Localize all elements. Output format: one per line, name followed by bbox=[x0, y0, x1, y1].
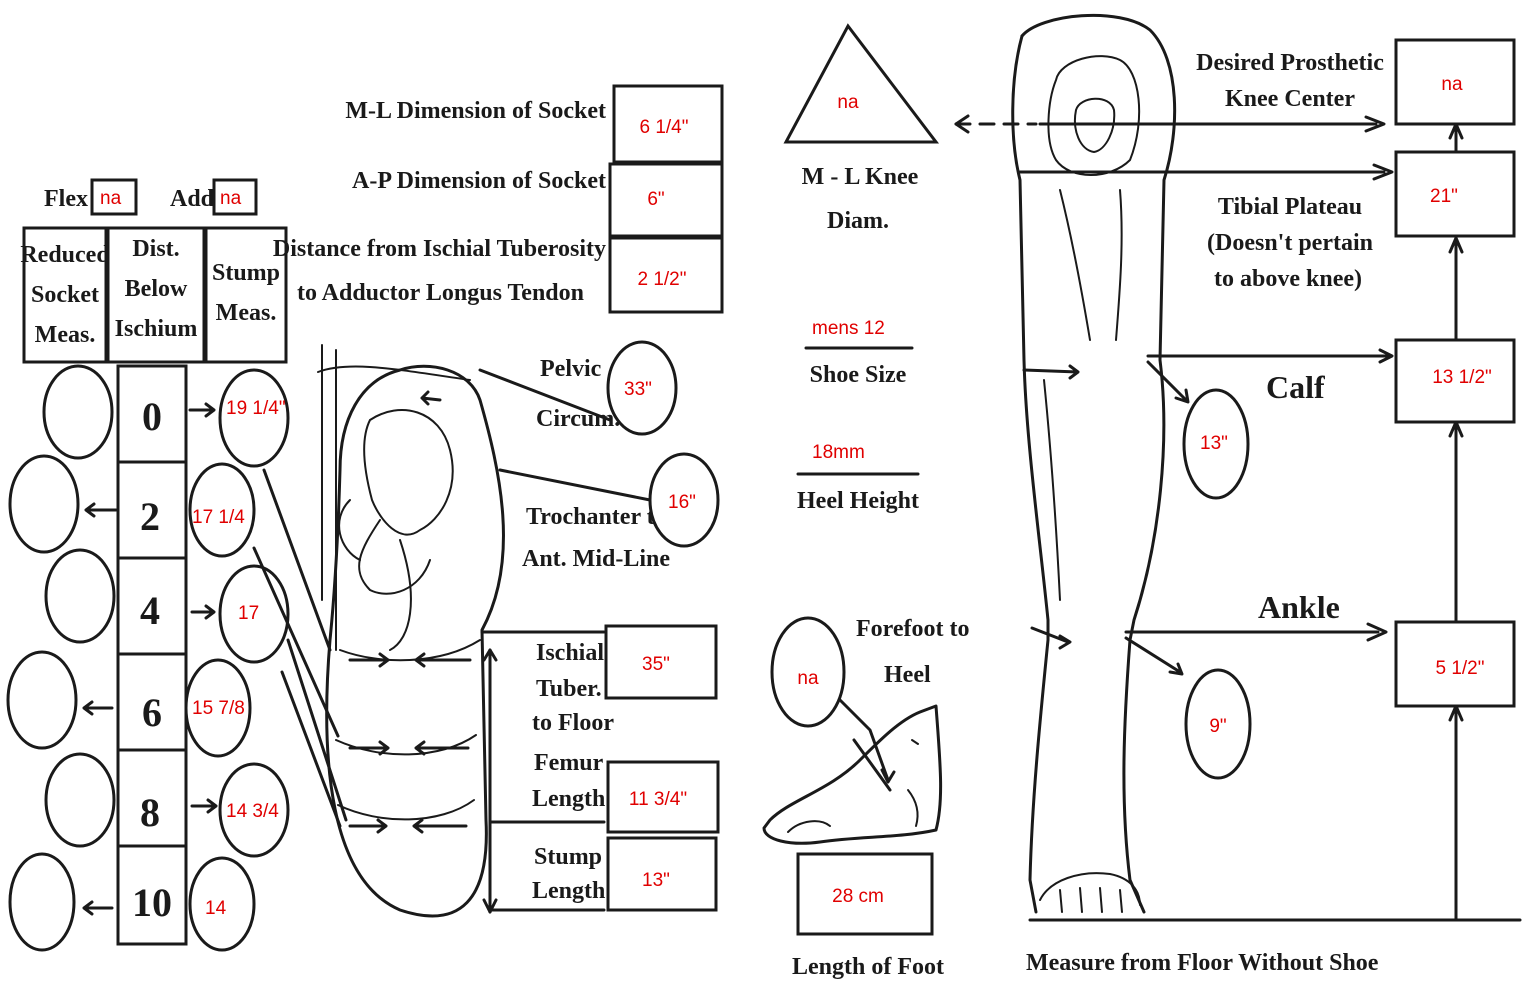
ischial-distance-value: 2 1/2" bbox=[637, 269, 686, 290]
femur-label-line-1: Femur bbox=[534, 750, 604, 776]
knee-center-value: na bbox=[1441, 74, 1463, 95]
stump-header-line-2: Meas. bbox=[216, 300, 277, 326]
ap-socket-value: 6" bbox=[647, 189, 664, 210]
thigh-measurement-section: Flex na Add na Reduced Socket Meas. Dist… bbox=[8, 180, 288, 950]
knee-center-label-line-2: Knee Center bbox=[1225, 86, 1355, 112]
ischial-floor-value: 35" bbox=[642, 654, 670, 675]
stump-value: 14 3/4 bbox=[226, 801, 279, 822]
forefoot-label-line-2: Heel bbox=[884, 662, 931, 688]
ml-knee-triangle[interactable] bbox=[786, 26, 936, 142]
stump-value: 19 1/4" bbox=[226, 398, 286, 419]
reduced-socket-circle[interactable] bbox=[44, 366, 112, 458]
knee-center-label-line-1: Desired Prosthetic bbox=[1196, 50, 1384, 76]
ml-socket-value: 6 1/4" bbox=[639, 117, 688, 138]
dist-header-line-3: Ischium bbox=[115, 316, 198, 342]
floor-label-line-2: Tuber. bbox=[536, 676, 602, 702]
ml-knee-label-line-1: M - L Knee bbox=[802, 164, 919, 190]
dist-value: 2 bbox=[140, 494, 160, 539]
foot-length-label: Length of Foot bbox=[792, 954, 944, 980]
reduced-socket-circle[interactable] bbox=[46, 754, 114, 846]
femur-length-value: 11 3/4" bbox=[629, 789, 687, 810]
leg-measurements-section: Desired Prosthetic Knee Center na Tibial… bbox=[1026, 40, 1514, 976]
reduced-socket-circle[interactable] bbox=[46, 550, 114, 642]
stump-header-line-1: Stump bbox=[212, 260, 280, 286]
add-value: na bbox=[220, 188, 242, 209]
trochanter-label-line-1: Trochanter to bbox=[526, 504, 667, 530]
flex-label: Flex bbox=[44, 186, 88, 212]
ankle-circumference-value: 9" bbox=[1209, 716, 1226, 737]
tibial-plateau-value: 21" bbox=[1430, 186, 1458, 207]
dist-value: 8 bbox=[140, 790, 160, 835]
dist-value: 10 bbox=[132, 880, 172, 925]
pelvic-label-line-2: Circum. bbox=[536, 406, 620, 432]
floor-label-line-3: to Floor bbox=[532, 710, 614, 736]
calf-label: Calf bbox=[1266, 369, 1325, 405]
ap-socket-box[interactable] bbox=[610, 164, 722, 236]
reduced-header-line-1: Reduced bbox=[20, 242, 110, 268]
stump-value: 17 bbox=[238, 603, 259, 624]
ischial-distance-label-line-1: Distance from Ischial Tuberosity bbox=[273, 236, 606, 262]
forefoot-label-line-1: Forefoot to bbox=[856, 616, 970, 642]
forefoot-value: na bbox=[797, 668, 819, 689]
femur-label-line-2: Length bbox=[532, 786, 605, 812]
heel-height-label: Heel Height bbox=[797, 488, 919, 514]
add-label: Add bbox=[170, 186, 215, 212]
ap-socket-label: A-P Dimension of Socket bbox=[352, 168, 606, 194]
calf-circumference-value: 13" bbox=[1200, 433, 1228, 454]
floor-label-line-1: Ischial bbox=[536, 640, 604, 666]
tibial-label-line-2: (Doesn't pertain bbox=[1207, 230, 1373, 256]
flex-value: na bbox=[100, 188, 122, 209]
shoe-size-label: Shoe Size bbox=[810, 362, 907, 388]
stump-length-label-line-1: Stump bbox=[534, 844, 602, 870]
stump-value: 17 1/4 bbox=[192, 507, 245, 528]
foot-length-value: 28 cm bbox=[832, 886, 884, 907]
ankle-label: Ankle bbox=[1258, 589, 1340, 625]
stump-length-value: 13" bbox=[642, 870, 670, 891]
reduced-socket-circle[interactable] bbox=[10, 456, 78, 552]
reduced-header-line-2: Socket bbox=[31, 282, 99, 308]
stump-value: 15 7/8 bbox=[192, 698, 245, 719]
dist-header-line-1: Dist. bbox=[132, 236, 179, 262]
dist-header-line-2: Below bbox=[125, 276, 188, 302]
trochanter-label-line-2: Ant. Mid-Line bbox=[522, 546, 670, 572]
stump-value: 14 bbox=[205, 898, 227, 919]
shoe-size-value: mens 12 bbox=[812, 318, 885, 339]
stump-length-label-line-2: Length bbox=[532, 878, 605, 904]
foot-knee-section: na M - L Knee Diam. mens 12 Shoe Size 18… bbox=[764, 26, 970, 980]
trochanter-value: 16" bbox=[668, 492, 696, 513]
reduced-socket-circle[interactable] bbox=[10, 854, 74, 950]
pelvic-circumference-value: 33" bbox=[624, 379, 652, 400]
ischial-distance-label-line-2: to Adductor Longus Tendon bbox=[297, 280, 584, 306]
dist-value: 4 bbox=[140, 588, 160, 633]
floor-note: Measure from Floor Without Shoe bbox=[1026, 950, 1379, 976]
pelvic-label-line-1: Pelvic bbox=[540, 356, 602, 382]
dist-value: 0 bbox=[142, 394, 162, 439]
ankle-height-value: 5 1/2" bbox=[1435, 658, 1484, 679]
tibial-label-line-1: Tibial Plateau bbox=[1218, 194, 1362, 220]
ml-knee-label-line-2: Diam. bbox=[827, 208, 889, 234]
tibial-label-line-3: to above knee) bbox=[1214, 266, 1362, 292]
reduced-header-line-3: Meas. bbox=[35, 322, 96, 348]
ml-socket-label: M-L Dimension of Socket bbox=[345, 98, 606, 124]
ml-knee-value: na bbox=[837, 92, 859, 113]
reduced-socket-circle[interactable] bbox=[8, 652, 76, 748]
dist-value: 6 bbox=[142, 690, 162, 735]
heel-height-value: 18mm bbox=[812, 442, 865, 463]
calf-height-value: 13 1/2" bbox=[1432, 367, 1492, 388]
